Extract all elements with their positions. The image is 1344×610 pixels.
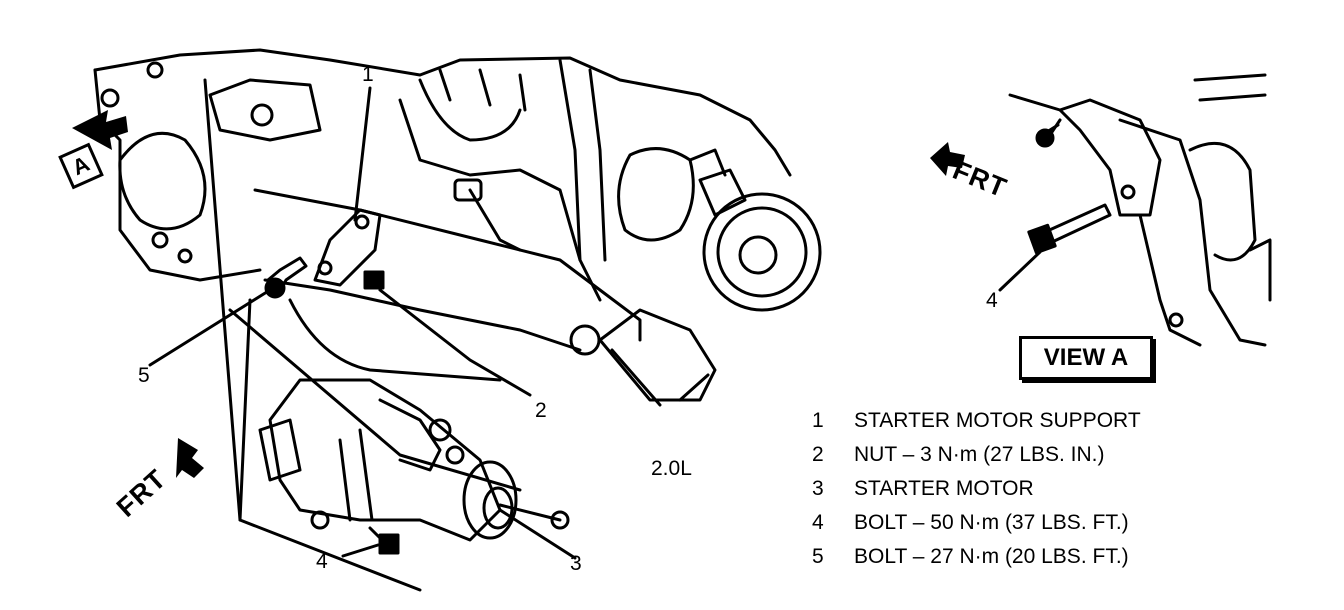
- callout-1: 1: [362, 63, 374, 86]
- legend-text: NUT – 3 N·m (27 LBS. IN.): [854, 443, 1105, 466]
- oil-filter: [598, 308, 717, 402]
- legend-item: 4 BOLT – 50 N·m (37 LBS. FT.): [812, 506, 1141, 540]
- engine-label: 2.0L: [651, 457, 692, 480]
- callout-2: 2: [535, 399, 547, 422]
- view-a-arrow: [72, 110, 128, 150]
- legend-text: STARTER MOTOR SUPPORT: [854, 409, 1141, 432]
- view-a-bolt: [1043, 203, 1112, 245]
- callout-3: 3: [570, 552, 582, 575]
- legend-num: 3: [812, 477, 824, 500]
- starter-motor-body: [268, 378, 502, 542]
- engine-block-outline: [93, 48, 792, 177]
- legend-text: STARTER MOTOR: [854, 477, 1034, 500]
- legend-item: 2 NUT – 3 N·m (27 LBS. IN.): [812, 438, 1141, 472]
- callout-4-view: 4: [986, 289, 998, 312]
- frt-arrow-view: [930, 142, 965, 176]
- starter-support: [313, 208, 382, 287]
- callout-4-main: 4: [316, 550, 328, 573]
- view-a-label: VIEW A: [1019, 336, 1153, 380]
- crank-pulley: [702, 192, 822, 312]
- parts-legend: 1 STARTER MOTOR SUPPORT 2 NUT – 3 N·m (27 …: [812, 404, 1141, 574]
- legend-text: BOLT – 50 N·m (37 LBS. FT.): [854, 511, 1129, 534]
- legend-num: 4: [812, 511, 824, 534]
- legend-item: 5 BOLT – 27 N·m (20 LBS. FT.): [812, 540, 1141, 574]
- legend-text: BOLT – 27 N·m (20 LBS. FT.): [854, 545, 1129, 568]
- frt-arrow-main: [176, 438, 204, 478]
- legend-item: 1 STARTER MOTOR SUPPORT: [812, 404, 1141, 438]
- callout-5: 5: [138, 364, 150, 387]
- view-a-bracket: [1058, 98, 1162, 217]
- legend-item: 3 STARTER MOTOR: [812, 472, 1141, 506]
- legend-num: 2: [812, 443, 824, 466]
- legend-num: 5: [812, 545, 824, 568]
- legend-num: 1: [812, 409, 824, 432]
